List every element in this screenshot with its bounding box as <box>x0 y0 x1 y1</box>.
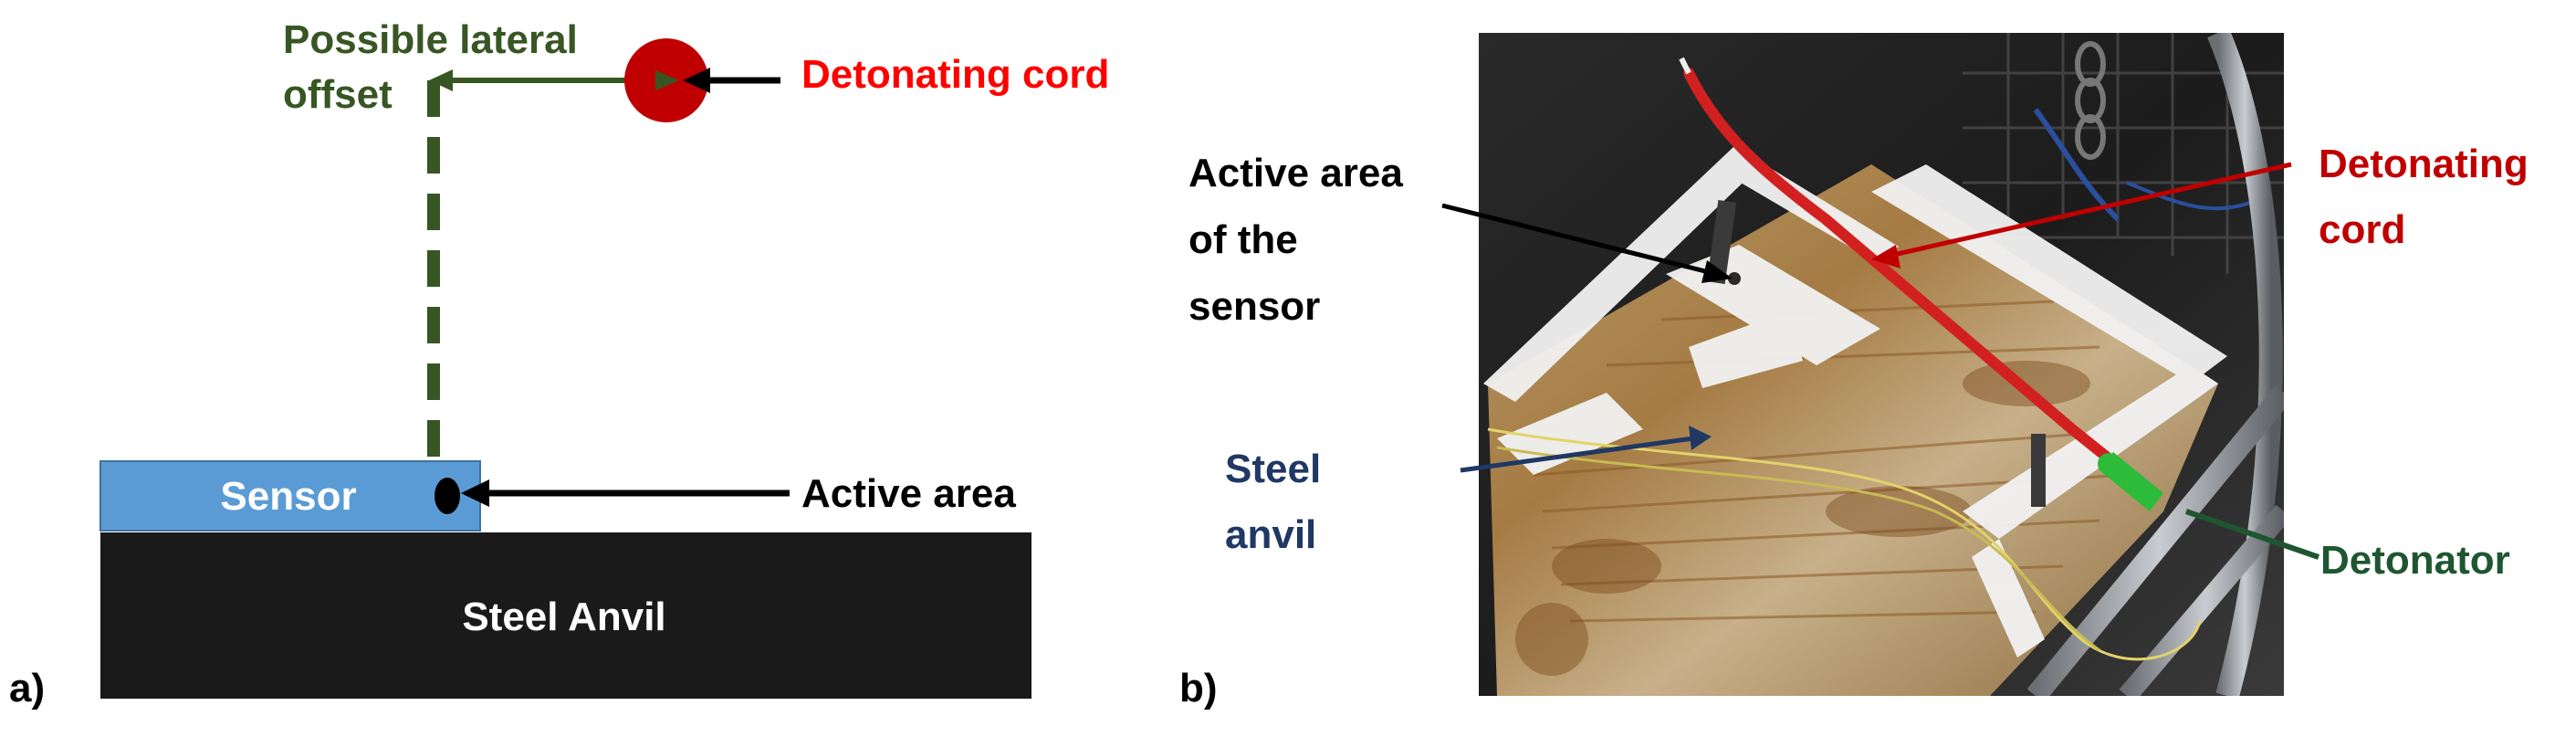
steel-anvil-label: Steel Anvil <box>462 595 665 639</box>
sensor-label: Sensor <box>220 474 356 519</box>
lateral-offset-label-line1: Possible lateral <box>283 17 578 62</box>
panel-a-label: a) <box>9 666 45 711</box>
sensor-block <box>99 460 481 532</box>
panel-b-label: b) <box>1179 666 1218 711</box>
detonating-cord-pointer-head <box>683 68 710 93</box>
experiment-photo <box>1479 33 2284 696</box>
steel-anvil-photo-line1: Steel <box>1225 447 1321 491</box>
detonating-cord-photo-pointer <box>1889 162 2292 258</box>
lateral-offset-arrowhead-left <box>429 69 453 91</box>
active-area-sensor-line2: of the <box>1189 217 1298 262</box>
detonator-label: Detonator <box>2320 538 2510 583</box>
active-area-sensor-line1: Active area <box>1189 151 1403 195</box>
lateral-offset-label-line2: offset <box>283 72 393 117</box>
detonating-cord-photo-pointer-head <box>1871 245 1901 268</box>
detonating-cord-photo-line2: cord <box>2319 207 2405 252</box>
active-area-sensor-line3: sensor <box>1189 284 1320 329</box>
detonating-cord-label: Detonating cord <box>801 52 1109 97</box>
detonating-cord-photo-line1: Detonating <box>2319 142 2529 186</box>
steel-anvil-photo-line2: anvil <box>1225 512 1316 557</box>
steel-anvil-pointer <box>1460 436 1694 473</box>
active-area-pointer-head <box>461 479 489 507</box>
active-area-sensor-pointer-head <box>1702 260 1733 283</box>
steel-anvil-pointer-head <box>1689 426 1712 450</box>
panel-a: Steel Anvil Sensor Possible lateral offs… <box>9 17 1109 711</box>
active-area-sensor-pointer <box>1441 203 1717 277</box>
lateral-offset-arrowhead-cord <box>655 70 679 90</box>
active-area-dot <box>435 478 460 514</box>
steel-anvil-block <box>100 532 1031 699</box>
detonator-pointer <box>2185 509 2319 560</box>
active-area-label: Active area <box>801 471 1016 516</box>
panel-b: Active area of the sensor Steel anvil De… <box>1179 33 2529 711</box>
